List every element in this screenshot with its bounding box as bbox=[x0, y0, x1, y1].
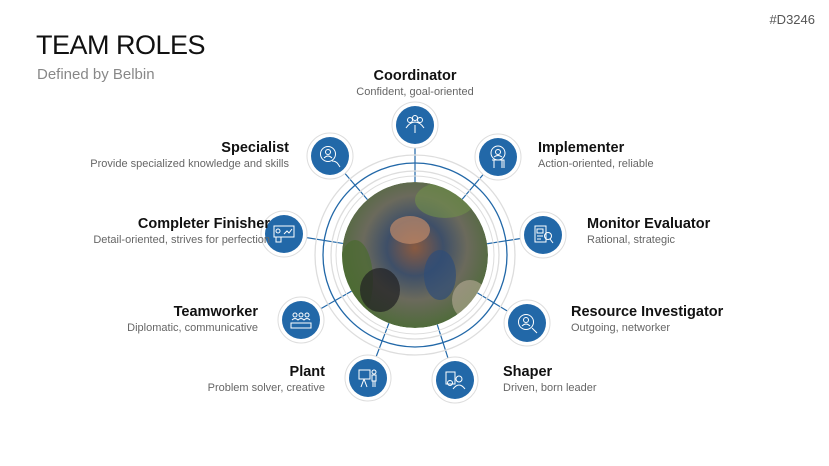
role-name: Teamworker bbox=[173, 304, 258, 320]
team-table-icon bbox=[290, 312, 312, 329]
role-name: Specialist bbox=[221, 140, 289, 156]
role-description: Detail-oriented, strives for perfection bbox=[93, 234, 270, 246]
blue-ring bbox=[322, 162, 508, 348]
role-name: Resource Investigator bbox=[571, 304, 724, 320]
presentation-chart-icon bbox=[273, 225, 295, 243]
role-node-completer-finisher bbox=[260, 210, 308, 258]
role-node-specialist bbox=[306, 132, 354, 180]
role-description: Rational, strategic bbox=[587, 234, 676, 246]
inner-ring bbox=[330, 170, 500, 340]
role-node-shaper bbox=[431, 356, 479, 404]
role-name: Plant bbox=[289, 364, 325, 380]
role-node-resource-investigator bbox=[503, 299, 551, 347]
role-node-coordinator bbox=[391, 101, 439, 149]
role-description: Diplomatic, communicative bbox=[127, 322, 258, 334]
presenter-board-icon bbox=[358, 369, 377, 388]
document-magnifier-icon bbox=[534, 225, 554, 244]
role-description: Confident, goal-oriented bbox=[356, 86, 474, 98]
slide-code: #D3246 bbox=[769, 12, 815, 27]
role-name: Coordinator bbox=[373, 68, 457, 84]
role-description: Outgoing, networker bbox=[571, 322, 671, 334]
role-name: Implementer bbox=[538, 140, 625, 156]
role-description: Driven, born leader bbox=[503, 382, 597, 394]
role-description: Provide specialized knowledge and skills bbox=[90, 158, 289, 170]
leader-checklist-icon bbox=[445, 371, 466, 390]
role-node-plant bbox=[344, 354, 392, 402]
page-title: TEAM ROLES bbox=[36, 30, 206, 60]
role-node-monitor-evaluator bbox=[519, 211, 567, 259]
outer-ring bbox=[314, 154, 516, 356]
team-photo bbox=[342, 182, 488, 328]
role-name: Monitor Evaluator bbox=[587, 216, 711, 232]
role-description: Action-oriented, reliable bbox=[538, 158, 654, 170]
role-description: Problem solver, creative bbox=[207, 382, 325, 394]
role-name: Completer Finisher bbox=[137, 216, 270, 232]
person-search-icon bbox=[518, 314, 538, 334]
role-name: Shaper bbox=[503, 364, 553, 380]
page-subtitle: Defined by Belbin bbox=[37, 66, 155, 83]
role-node-implementer bbox=[474, 133, 522, 181]
expert-hand-icon bbox=[320, 146, 341, 168]
speaker-podium-icon bbox=[490, 145, 506, 168]
inner-ring-2 bbox=[335, 175, 495, 335]
role-node-teamworker bbox=[277, 296, 325, 344]
group-leader-icon bbox=[405, 115, 425, 133]
